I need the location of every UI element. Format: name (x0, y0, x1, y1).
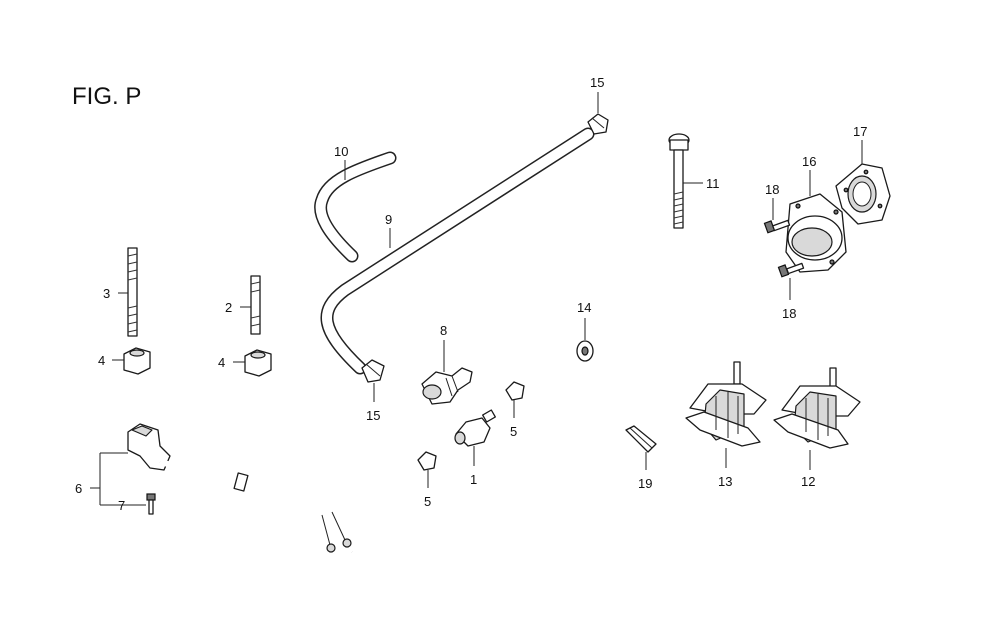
part-18-screw-top (763, 219, 791, 234)
part-9-hose (320, 127, 595, 375)
part-14-washer (576, 340, 594, 362)
callout-15-top: 15 (590, 75, 604, 90)
callout-4-left: 4 (98, 353, 105, 368)
callout-12: 12 (801, 474, 815, 489)
figure-title: FIG. P (72, 83, 141, 110)
callout-19: 19 (638, 476, 652, 491)
callout-11: 11 (706, 176, 720, 191)
part-4-nut-left (123, 347, 151, 375)
callout-15-bottom: 15 (366, 408, 380, 423)
callout-13: 13 (718, 474, 732, 489)
callout-6: 6 (75, 481, 82, 496)
part-12-mount (773, 367, 861, 449)
part-10-hose (314, 151, 397, 263)
callout-4-right: 4 (218, 355, 225, 370)
callout-9: 9 (385, 212, 392, 227)
callout-17: 17 (853, 124, 867, 139)
callout-2: 2 (225, 300, 232, 315)
bracket-6-7 (99, 452, 146, 506)
callout-18-bottom: 18 (782, 306, 796, 321)
part-6-switch-cable (127, 423, 355, 555)
callout-8: 8 (440, 323, 447, 338)
callout-3: 3 (103, 286, 110, 301)
part-8-fitting (421, 367, 473, 405)
callout-5-left: 5 (424, 494, 431, 509)
part-19-key (625, 425, 657, 453)
part-5-clip-right (505, 381, 525, 401)
part-15-clip-bottom (361, 359, 385, 383)
part-4-nut-right (244, 349, 272, 377)
part-3-stud (127, 247, 138, 337)
part-15-clip-top (587, 113, 609, 135)
part-7-screw (146, 493, 156, 515)
callout-7: 7 (118, 498, 125, 513)
callout-16: 16 (802, 154, 816, 169)
part-2-stud (250, 275, 261, 335)
part-5-clip-left (417, 451, 437, 471)
callout-14: 14 (577, 300, 591, 315)
part-17-gasket (835, 163, 891, 225)
callout-5-right: 5 (510, 424, 517, 439)
callout-1: 1 (470, 472, 477, 487)
callout-10: 10 (334, 144, 348, 159)
part-18-screw-bottom (777, 262, 805, 278)
part-1-valve (454, 409, 496, 447)
callout-18-top: 18 (765, 182, 779, 197)
part-13-mount (685, 361, 767, 447)
part-16-cover (785, 193, 847, 273)
part-11-bolt (668, 133, 690, 229)
